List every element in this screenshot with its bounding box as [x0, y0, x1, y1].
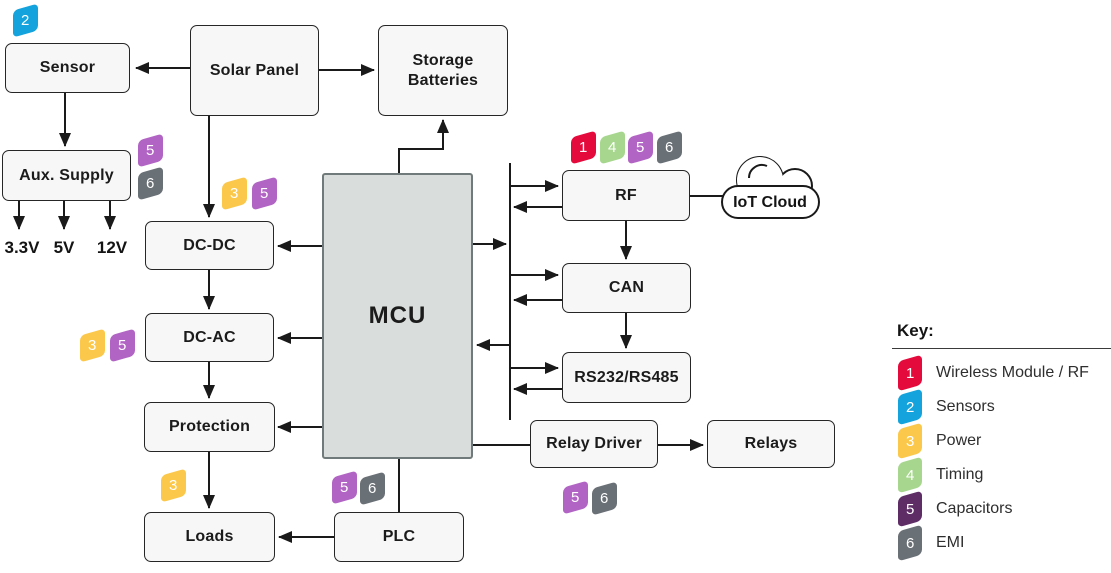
tag-emi-icon: 6 — [898, 524, 922, 562]
node-label: DC-DC — [183, 236, 236, 254]
cloud-detail-arc — [748, 164, 768, 179]
node-label: Storage Batteries — [407, 51, 479, 89]
key-item-power: 3 Power — [892, 422, 1111, 460]
tag-wireless-icon: 1 — [898, 354, 922, 392]
key-item-emi: 6 EMI — [892, 524, 1111, 562]
node-loads: Loads — [144, 512, 275, 562]
key-underline — [892, 348, 1111, 349]
node-label: Relays — [744, 435, 798, 452]
node-dc-ac: DC-AC — [145, 313, 274, 362]
node-dc-dc: DC-DC — [145, 221, 274, 270]
voltage-label-12v: 12V — [96, 238, 128, 257]
key-item-timing: 4 Timing — [892, 456, 1111, 494]
node-sensor: Sensor — [5, 43, 130, 93]
node-label: Relay Driver — [546, 435, 642, 452]
node-solar-panel: Solar Panel — [190, 25, 319, 116]
key-item-label: Capacitors — [936, 500, 1013, 517]
node-plc: PLC — [334, 512, 464, 562]
voltage-label-5v: 5V — [53, 238, 75, 257]
tag-timing-icon: 4 — [898, 456, 922, 494]
node-label: Solar Panel — [209, 61, 300, 79]
node-storage-batteries: Storage Batteries — [378, 25, 508, 116]
iot-cloud-label: IoT Cloud — [733, 194, 807, 211]
key-item-label: Timing — [936, 466, 984, 483]
node-relays: Relays — [707, 420, 835, 468]
tag-sensors-icon: 2 — [898, 388, 922, 426]
node-rf: RF — [562, 170, 690, 221]
node-label: RS232/RS485 — [574, 368, 679, 386]
key-item-label: EMI — [936, 534, 965, 551]
key-item-sensors: 2 Sensors — [892, 388, 1111, 426]
iot-cloud: IoT Cloud — [721, 156, 820, 219]
node-aux-supply: Aux. Supply — [2, 150, 131, 201]
key-item-label: Power — [936, 432, 982, 449]
tag-power-icon: 3 — [898, 422, 922, 460]
key-item-capacitors: 5 Capacitors — [892, 490, 1111, 528]
key-title: Key: — [897, 321, 934, 340]
node-rs232-rs485: RS232/RS485 — [562, 352, 691, 403]
key-item-label: Wireless Module / RF — [936, 364, 1089, 381]
node-mcu: MCU — [322, 173, 473, 459]
voltage-label-3v3: 3.3V — [4, 238, 40, 257]
node-label: MCU — [368, 302, 427, 329]
key-item-label: Sensors — [936, 398, 995, 415]
node-label: Sensor — [39, 59, 96, 76]
node-label: DC-AC — [183, 328, 236, 346]
node-label: PLC — [382, 528, 416, 545]
key-legend: 1 Wireless Module / RF 2 Sensors 3 Power… — [892, 354, 1111, 562]
node-label: CAN — [608, 279, 645, 296]
node-label: Aux. Supply — [19, 166, 114, 184]
node-protection: Protection — [144, 402, 275, 452]
node-label: Loads — [185, 528, 234, 545]
node-relay-driver: Relay Driver — [530, 420, 658, 468]
node-can: CAN — [562, 263, 691, 313]
node-label: Protection — [168, 418, 251, 435]
tag-capacitors-icon: 5 — [898, 490, 922, 528]
key-item-wireless: 1 Wireless Module / RF — [892, 354, 1111, 392]
node-label: RF — [615, 186, 637, 204]
